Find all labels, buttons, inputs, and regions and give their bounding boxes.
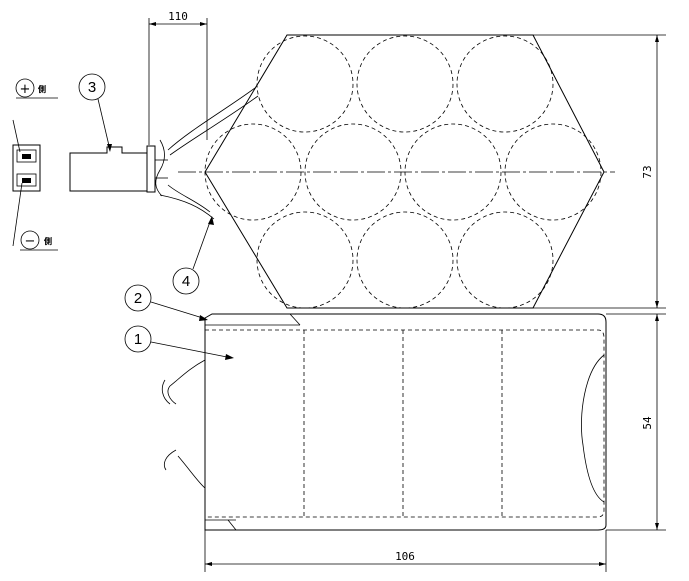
pack-outline-top (204, 34, 605, 309)
side-view: 54 106 (161, 313, 666, 572)
balloon-number: 3 (88, 79, 96, 96)
connector (69, 145, 168, 193)
cell-circle (456, 35, 554, 133)
negative-sign: − (25, 234, 36, 249)
tube-outline (204, 313, 607, 531)
balloon-tube: 2 (124, 284, 208, 321)
balloon-connector: 3 (78, 73, 112, 152)
dimension-label: 73 (641, 165, 654, 178)
negative-terminal-label: − 側 (20, 230, 58, 251)
negative-side-label: 側 (43, 236, 52, 246)
dimension-label: 54 (641, 416, 654, 430)
dimension-label: 110 (168, 10, 188, 23)
cell-circle (356, 35, 454, 133)
balloon-lead-wire: 4 (172, 216, 214, 295)
connector-face (12, 119, 41, 247)
dimension-pack-thickness: 54 (606, 313, 666, 531)
balloon-number: 2 (134, 290, 142, 307)
cell-circle (456, 211, 554, 309)
lead-wires (155, 87, 259, 220)
cell-circle (356, 211, 454, 309)
positive-terminal-label: + 側 (15, 78, 58, 99)
dimension-label: 106 (395, 550, 415, 563)
cell-circle (256, 35, 354, 133)
balloon-number: 1 (134, 331, 142, 348)
cell-circle (256, 211, 354, 309)
dimension-lead-length: 110 (148, 10, 208, 145)
positive-side-label: 側 (37, 84, 46, 94)
positive-sign: + (20, 82, 31, 97)
dimension-pack-length: 106 (204, 530, 607, 572)
balloon-number: 4 (182, 273, 190, 290)
callout-balloons: 3 4 2 1 (78, 73, 234, 360)
top-view: + 側 − 側 110 73 (12, 10, 666, 309)
dimension-pack-height: 73 (533, 34, 666, 309)
balloon-cell: 1 (124, 325, 234, 360)
